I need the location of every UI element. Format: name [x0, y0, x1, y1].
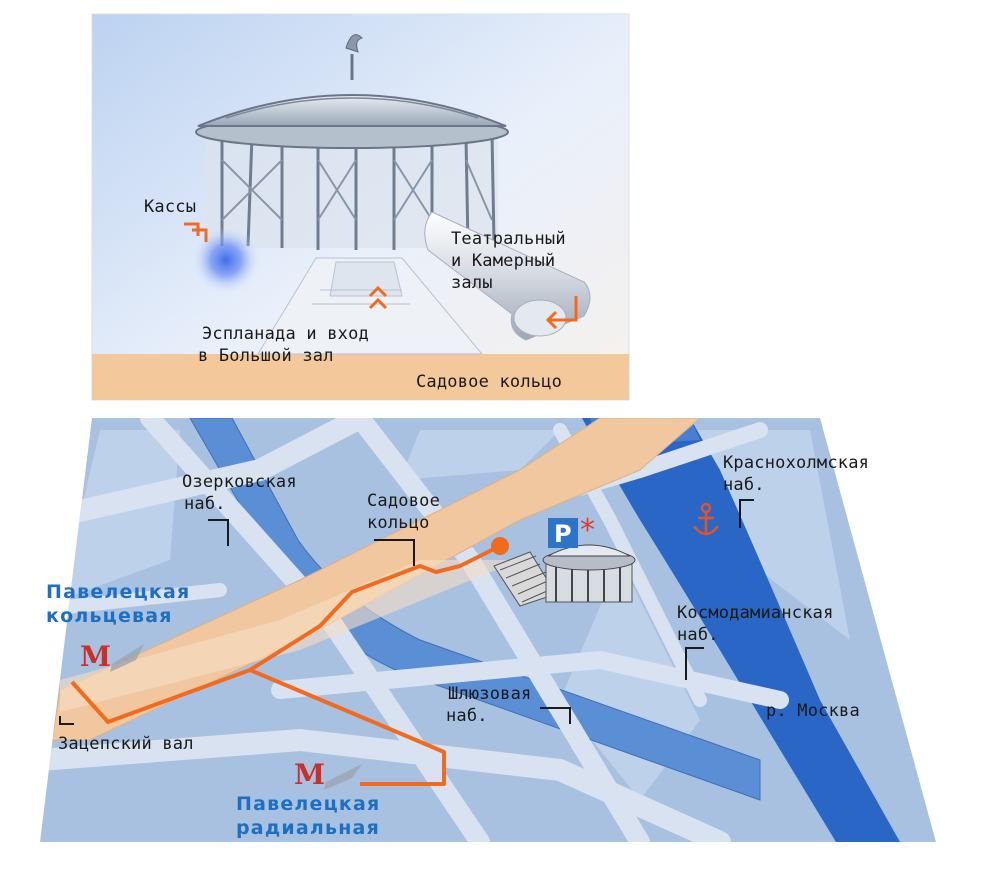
anchor-icon: [693, 502, 719, 536]
moskva-river-label: р. Москва: [766, 701, 860, 721]
destination-marker: [491, 537, 509, 555]
walking-route: [70, 544, 501, 786]
moskva-river: [582, 418, 900, 842]
esplanade-label-2: в Большой зал: [198, 346, 334, 366]
sadovoe-label-2: кольцо: [367, 513, 430, 533]
krasnokholmskaya-label-1: Краснохолмская: [723, 453, 870, 473]
paveletskaya-ring-label-2: кольцевая: [46, 605, 173, 627]
metro-letter-ring: M: [80, 640, 111, 673]
top-panel: [91, 13, 630, 401]
theater-hall-label-1: Театральный: [451, 229, 566, 249]
garden-ring-top-label: Садовое кольцо: [416, 372, 563, 392]
kassy-label: Кассы: [144, 197, 197, 217]
metro-letter-radial: M: [294, 758, 325, 791]
music-house-map-icon: [542, 544, 636, 603]
theater-hall-label-2: и Камерный: [451, 251, 556, 271]
esplanade-label-1: Эспланада и вход: [202, 324, 369, 344]
sadovoe-label-1: Садовое: [367, 491, 441, 511]
kosmodamianskaya-label-2: наб.: [677, 625, 719, 645]
theater-arrow-icon: [545, 296, 578, 330]
map-panel: [40, 418, 936, 842]
paveletskaya-radial-label-2: радиальная: [236, 817, 380, 839]
zatsepsky-val-label: Зацепский вал: [58, 734, 194, 754]
shluzovaya-label-2: наб.: [446, 706, 488, 726]
theater-hall-label-3: залы: [451, 273, 493, 293]
parking-letter: P: [554, 520, 572, 548]
parking-sign: P *: [548, 513, 595, 548]
krasnokholmskaya-label-2: наб.: [723, 475, 765, 495]
garden-ring-strip: [92, 354, 629, 400]
paveletskaya-radial-label-1: Павелецкая: [236, 793, 381, 815]
entrance-arrow-icon: [368, 285, 388, 310]
shluzovaya-label-1: Шлюзовая: [448, 684, 532, 704]
music-house-building: [195, 34, 509, 250]
asterisk-mark: *: [580, 513, 595, 548]
metro-sign-radial: M: [294, 758, 362, 791]
footbridge: [493, 551, 557, 607]
leader-lines: [59, 499, 754, 725]
kosmodamianskaya-label-1: Космодамианская: [677, 603, 834, 623]
ozerkovskaya-label-2: наб.: [184, 494, 226, 514]
ozerkovskaya-label-1: Озерковская: [182, 472, 297, 492]
kassy-marker: [192, 226, 260, 294]
metro-sign-ring: M: [80, 640, 144, 673]
kassy-arrow-icon: [184, 222, 208, 242]
paveletskaya-ring-label-1: Павелецкая: [46, 581, 191, 603]
